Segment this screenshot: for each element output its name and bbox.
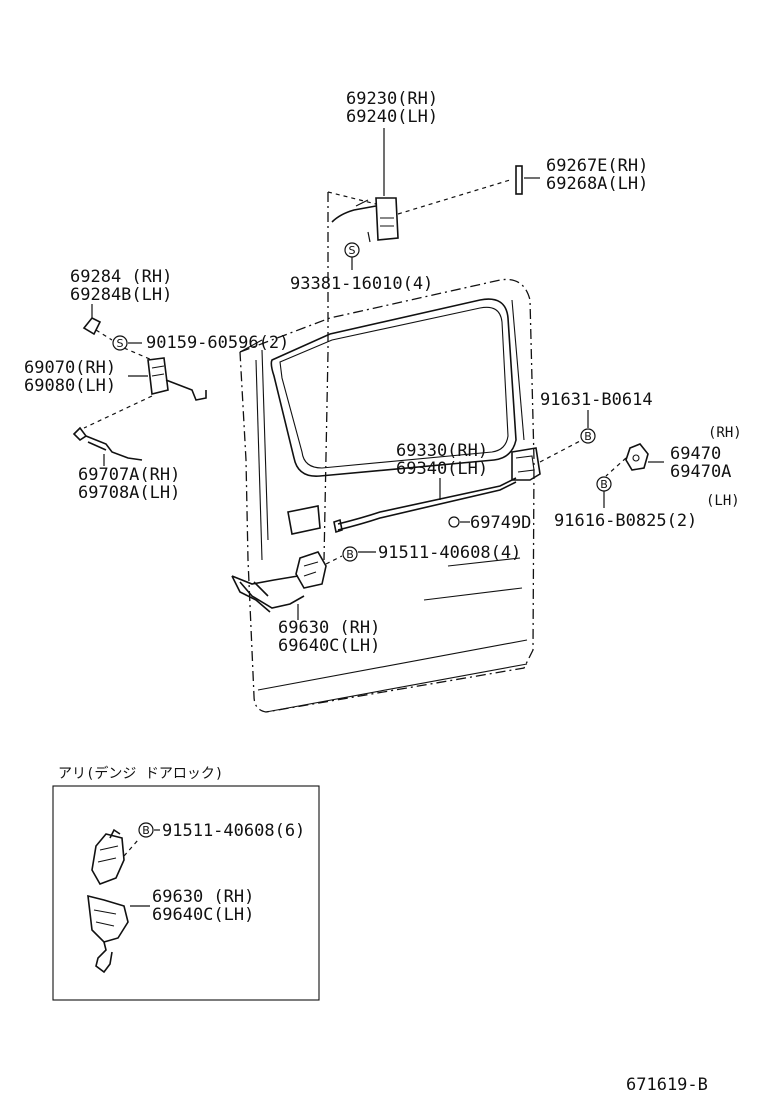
- hinge-pin-part: [515, 165, 540, 195]
- inset-callout-69640c: 69640C(LH): [152, 905, 254, 925]
- handle-recess: [287, 505, 321, 535]
- sliding-door-outline: [239, 278, 535, 713]
- svg-text:S: S: [117, 337, 124, 350]
- svg-text:B: B: [600, 478, 608, 491]
- bolt-symbol-91511: B: [342, 546, 376, 562]
- callout-69284b: 69284B(LH): [70, 285, 172, 305]
- callout-69240: 69240(LH): [346, 107, 438, 127]
- callout-69640c: 69640C(LH): [278, 636, 380, 656]
- window-outline: [270, 298, 525, 477]
- inset-title: アリ(デンジ ドアロック): [58, 765, 223, 782]
- inset-callout-69630: 69630 (RH): [152, 887, 254, 907]
- bolt-symbol-91631: B: [580, 410, 596, 444]
- callout-69470a: 69470A: [670, 462, 731, 482]
- lower-lock-69630-part: [231, 551, 343, 620]
- bolt-symbol-91616: B: [596, 476, 612, 508]
- inset-box: [52, 785, 320, 1001]
- callout-91511: 91511-40608(4): [378, 543, 521, 563]
- callout-69470: 69470: [670, 444, 721, 464]
- illustration-code: 671619-B: [626, 1075, 708, 1095]
- rear-lock-bracket-part: [511, 439, 583, 481]
- callout-69267e: 69267E(RH): [546, 156, 648, 176]
- upper-hinge-part: [327, 128, 511, 243]
- callout-91616: 91616-B0825(2): [554, 511, 697, 531]
- callout-69330: 69330(RH): [396, 441, 488, 461]
- stopper-69284-part: [82, 304, 113, 341]
- callout-90159: 90159-60596(2): [146, 333, 289, 353]
- callout-91631: 91631-B0614: [540, 390, 653, 410]
- lock-69070-part: [83, 357, 207, 429]
- inset-bolt-symbol: B: [138, 822, 160, 838]
- callout-69708a: 69708A(LH): [78, 483, 180, 503]
- callout-69268a: 69268A(LH): [546, 174, 648, 194]
- bolt-symbol-90159: S: [112, 335, 153, 361]
- striker-69470-part: [605, 443, 664, 477]
- hinge-guide-line: [323, 192, 329, 561]
- labels: 69230(RH) 69240(LH) 69267E(RH) 69268A(LH…: [24, 89, 742, 1095]
- inset-callout-91511: 91511-40608(6): [162, 821, 305, 841]
- svg-text:B: B: [584, 430, 592, 443]
- callout-93381: 93381-16010(4): [290, 274, 433, 294]
- svg-text:B: B: [346, 548, 354, 561]
- svg-text:S: S: [349, 244, 356, 257]
- rod-69330-part: [333, 477, 517, 534]
- callout-69070: 69070(RH): [24, 358, 116, 378]
- callout-69340: 69340(LH): [396, 459, 488, 479]
- callout-69284: 69284 (RH): [70, 267, 172, 287]
- bolt-symbol-93381: S: [344, 242, 360, 270]
- svg-text:B: B: [142, 824, 150, 837]
- callout-69080: 69080(LH): [24, 376, 116, 396]
- callout-69630: 69630 (RH): [278, 618, 380, 638]
- callout-69707a: 69707A(RH): [78, 465, 180, 485]
- rod-69707a-part: [72, 426, 143, 466]
- clip-69749d-part: [448, 516, 470, 528]
- callout-69230: 69230(RH): [346, 89, 438, 109]
- callout-lh-note: (LH): [706, 493, 740, 509]
- callout-rh-note: (RH): [708, 425, 742, 441]
- callout-69749d: 69749D: [470, 513, 531, 533]
